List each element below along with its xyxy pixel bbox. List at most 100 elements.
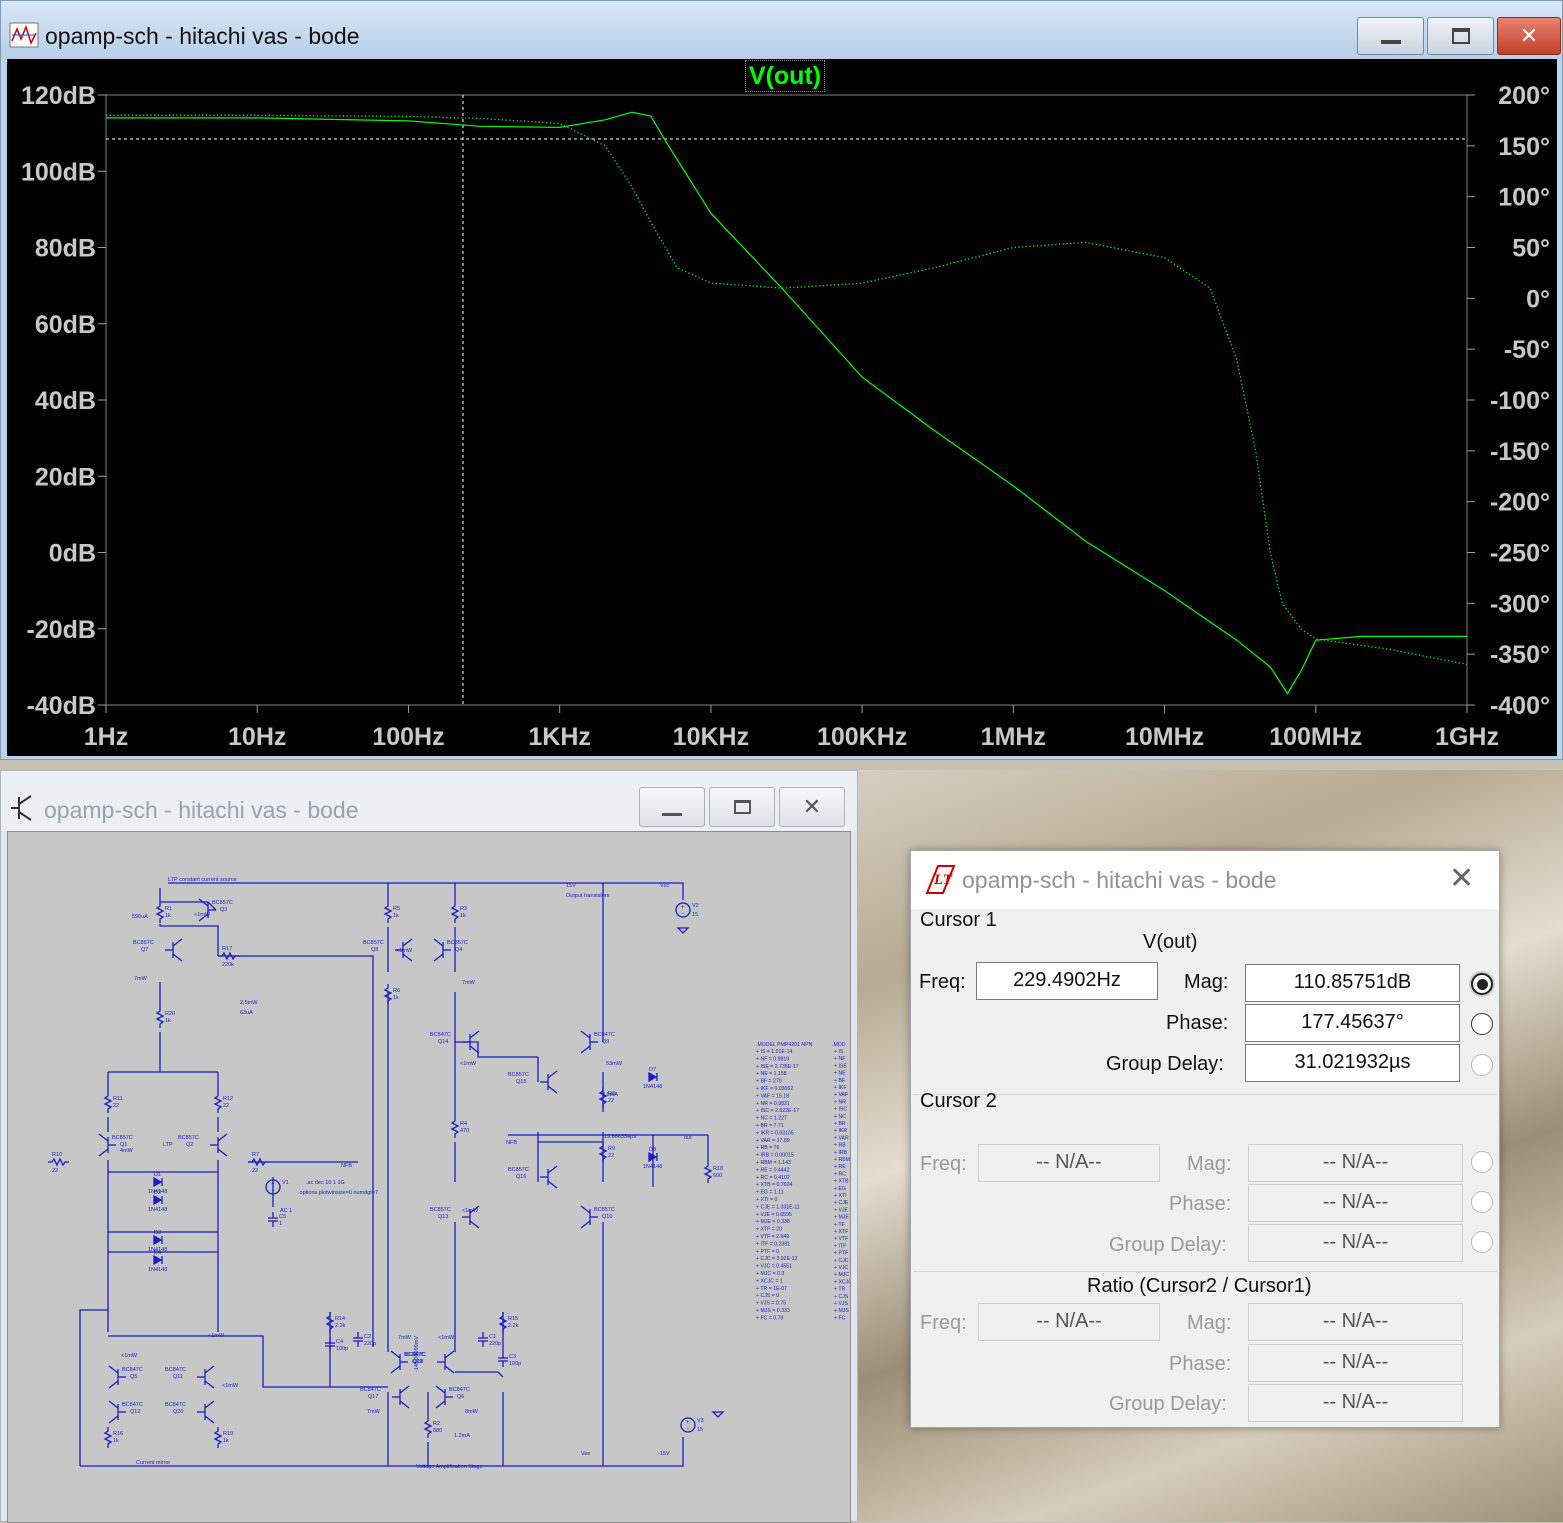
- resistor[interactable]: [218, 951, 239, 961]
- resistor[interactable]: [598, 1087, 608, 1108]
- cursor1-freq-field[interactable]: 229.4902Hz: [976, 962, 1158, 1000]
- transistor[interactable]: [165, 938, 183, 962]
- left-axis-tick-label: 60dB: [35, 311, 96, 339]
- cursor2-phase-field[interactable]: -- N/A--: [1248, 1184, 1463, 1222]
- resistor[interactable]: [213, 1427, 223, 1448]
- resistor[interactable]: [155, 902, 165, 923]
- transistor[interactable]: [395, 938, 413, 962]
- resistor[interactable]: [703, 1162, 713, 1183]
- model-header: .MOD: [832, 1042, 846, 1048]
- transistor[interactable]: [540, 1165, 558, 1189]
- polarity-mark: −: [686, 1426, 690, 1432]
- component-value: 220p: [489, 1341, 501, 1347]
- transistor[interactable]: [462, 1030, 480, 1054]
- transistor[interactable]: [108, 1365, 126, 1389]
- ratio-phase-field[interactable]: -- N/A--: [1248, 1344, 1463, 1382]
- resistor[interactable]: [383, 984, 393, 1005]
- resistor[interactable]: [498, 1312, 508, 1333]
- resistor[interactable]: [103, 1092, 113, 1113]
- diode[interactable]: [153, 1254, 163, 1266]
- dialog-close-button[interactable]: ✕: [1449, 861, 1474, 896]
- resistor[interactable]: [383, 902, 393, 923]
- transistor[interactable]: [437, 1350, 455, 1374]
- resistor[interactable]: [248, 1157, 269, 1167]
- cursor2-freq-field[interactable]: -- N/A--: [978, 1144, 1160, 1182]
- ground-symbol: [676, 927, 690, 934]
- cursor-title-bar[interactable]: LT opamp-sch - hitachi vas - bode ✕: [911, 851, 1499, 909]
- diode[interactable]: [153, 1234, 163, 1246]
- cursor2-phase-radio[interactable]: [1471, 1191, 1493, 1213]
- cursor2-group-delay-field[interactable]: -- N/A--: [1248, 1224, 1463, 1262]
- cursor2-mag-radio[interactable]: [1471, 1151, 1493, 1173]
- transistor[interactable]: [210, 1133, 228, 1157]
- resistor[interactable]: [48, 1157, 69, 1167]
- cursor2-mag-field[interactable]: -- N/A--: [1248, 1144, 1463, 1182]
- phase-trace[interactable]: [106, 114, 1468, 665]
- transistor[interactable]: [390, 1350, 408, 1374]
- left-axis-tick-label: 120dB: [21, 82, 96, 110]
- ratio-mag-field[interactable]: -- N/A--: [1248, 1303, 1463, 1341]
- close-button[interactable]: ✕: [1497, 17, 1561, 55]
- resistor[interactable]: [213, 1092, 223, 1113]
- schematic-title-bar[interactable]: opamp-sch - hitachi vas - bode ✕: [1, 771, 857, 831]
- component-value: BC857C: [508, 1072, 529, 1078]
- magnitude-trace[interactable]: [106, 111, 1467, 695]
- voltage-source[interactable]: [680, 1417, 696, 1433]
- diode[interactable]: [153, 1194, 163, 1206]
- cursor1-phase-field[interactable]: 177.45637°: [1245, 1004, 1460, 1042]
- schematic-minimize-button[interactable]: [639, 787, 705, 827]
- maximize-button[interactable]: [1427, 17, 1494, 55]
- diode[interactable]: [648, 1151, 658, 1163]
- transistor[interactable]: [435, 1385, 453, 1409]
- cursor1-mag-field[interactable]: 110.85751dB: [1245, 964, 1460, 1002]
- diode[interactable]: [648, 1071, 658, 1083]
- resistor[interactable]: [598, 1142, 608, 1163]
- transistor[interactable]: [580, 1030, 598, 1054]
- cursor1-phase-radio[interactable]: [1471, 1013, 1493, 1035]
- resistor[interactable]: [103, 1427, 113, 1448]
- schematic-maximize-button[interactable]: [709, 787, 775, 827]
- cursor1-group-delay-radio[interactable]: [1471, 1054, 1493, 1076]
- trace-label-box[interactable]: V(out): [745, 60, 825, 92]
- voltage-source[interactable]: [675, 902, 691, 918]
- voltage-source[interactable]: [265, 1179, 281, 1195]
- cursor-dialog[interactable]: LT opamp-sch - hitachi vas - bode ✕ Curs…: [910, 850, 1500, 1428]
- cursor1-mag-radio[interactable]: [1471, 973, 1493, 995]
- minimize-button[interactable]: [1357, 17, 1424, 55]
- ratio-freq-field[interactable]: -- N/A--: [978, 1303, 1160, 1341]
- transistor[interactable]: [392, 1385, 410, 1409]
- ratio-group-delay-field[interactable]: -- N/A--: [1248, 1384, 1463, 1422]
- schematic-close-button[interactable]: ✕: [779, 787, 845, 827]
- bode-title-bar[interactable]: opamp-sch - hitachi vas - bode ✕: [1, 1, 1562, 59]
- capacitor[interactable]: [268, 1212, 278, 1227]
- capacitor[interactable]: [478, 1332, 488, 1347]
- capacitor[interactable]: [325, 1337, 335, 1352]
- transistor[interactable]: [540, 1070, 558, 1094]
- transistor[interactable]: [197, 1365, 215, 1389]
- bode-chart[interactable]: 120dB100dB80dB60dB40dB20dB0dB-20dB-40dB …: [7, 59, 1557, 756]
- resistor[interactable]: [450, 902, 460, 923]
- transistor[interactable]: [108, 1400, 126, 1424]
- transistor[interactable]: [433, 938, 451, 962]
- model-line: + FC = 0.78: [756, 1315, 784, 1321]
- transistor[interactable]: [462, 1205, 480, 1229]
- capacitor[interactable]: [353, 1332, 363, 1347]
- cursor1-group-delay-field[interactable]: 31.021932µs: [1245, 1044, 1460, 1082]
- capacitor[interactable]: [498, 1352, 508, 1367]
- resistor[interactable]: [450, 1117, 460, 1138]
- ratio-heading: Ratio (Cursor2 / Cursor1): [1087, 1275, 1312, 1297]
- transistor[interactable]: [98, 1133, 116, 1157]
- transistor[interactable]: [198, 898, 216, 922]
- transistor[interactable]: [197, 1400, 215, 1424]
- resistor[interactable]: [155, 1007, 165, 1028]
- cursor2-group-delay-radio[interactable]: [1471, 1231, 1493, 1253]
- diode[interactable]: [153, 1176, 163, 1188]
- resistor[interactable]: [423, 1417, 433, 1438]
- resistor[interactable]: [325, 1312, 335, 1333]
- transistor[interactable]: [580, 1205, 598, 1229]
